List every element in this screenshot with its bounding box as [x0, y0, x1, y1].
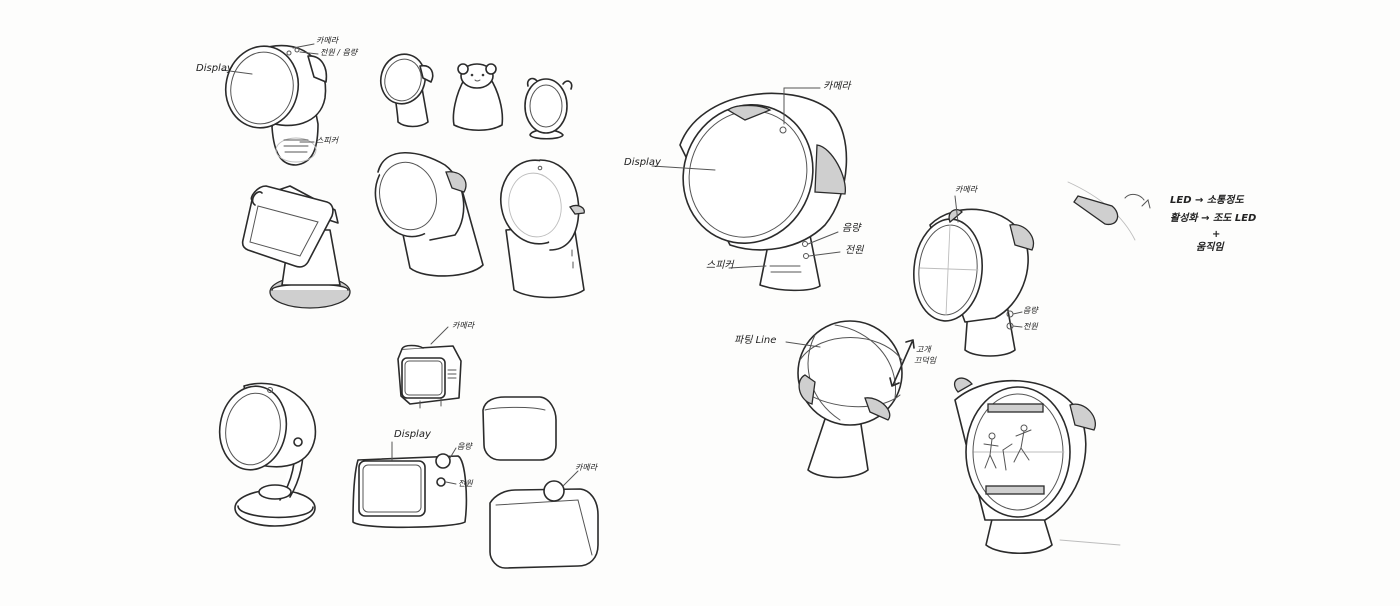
- label-led-note-4: 움직임: [1196, 242, 1224, 253]
- label-camera-4: 카메라: [823, 81, 851, 92]
- sketch-tall-head-pedestal: [500, 159, 585, 299]
- label-speaker-4: 스피커: [706, 260, 734, 271]
- sketch-thumbnail-tilted-head: [379, 53, 434, 128]
- label-led-note-3: +: [1212, 229, 1221, 240]
- label-volume-5: 음량: [1023, 306, 1038, 315]
- label-neck-tilt-2: 끄덕임: [914, 356, 937, 365]
- sketch-thumbnail-bear: [452, 63, 504, 132]
- sketch-parting-line-robot: [785, 320, 915, 479]
- sketch-tv-display: [352, 441, 468, 529]
- label-volume-2: 음량: [457, 442, 472, 451]
- label-led-note-1: LED → 소통정도: [1170, 195, 1244, 206]
- sketch-led-detail: [1067, 181, 1151, 241]
- label-display-3: Display: [624, 157, 661, 168]
- sketch-round-display-speaker-stand: [221, 43, 328, 166]
- sketch-soft-cube: [482, 396, 557, 461]
- label-parting-line: 파팅 Line: [734, 335, 777, 346]
- label-neck-tilt-1: 고개: [916, 345, 931, 354]
- sketch-square-display-pedestal: [241, 185, 351, 309]
- sketch-thumbnail-egg: [524, 77, 573, 140]
- label-display-1: Display: [196, 63, 233, 74]
- label-power-2: 전원: [458, 479, 473, 488]
- label-camera-5: 카메라: [955, 185, 978, 194]
- label-led-note-2: 활성화 → 조도 LED: [1170, 213, 1257, 224]
- label-camera-3: 카메라: [575, 463, 598, 472]
- label-power-volume-1: 전원 / 음량: [320, 48, 358, 57]
- sketch-tilted-head-cylinder: [374, 151, 484, 277]
- sketch-main-robot: [651, 87, 848, 292]
- label-speaker-1: 스피커: [316, 136, 339, 145]
- sketch-small-tv-camera: [397, 326, 462, 409]
- sketch-flat-square-camera: [489, 470, 599, 569]
- label-camera-1: 카메라: [316, 36, 339, 45]
- sketch-screen-figures-robot: [953, 377, 1121, 554]
- label-display-2: Display: [394, 429, 431, 440]
- sketch-crosshair-robot: [913, 195, 1035, 357]
- label-power-5: 전원: [1023, 322, 1038, 331]
- sketch-round-head-arm-base: [218, 382, 317, 527]
- label-power-4: 전원: [845, 245, 864, 256]
- label-camera-2: 카메라: [452, 321, 475, 330]
- label-volume-4: 음량: [842, 223, 861, 234]
